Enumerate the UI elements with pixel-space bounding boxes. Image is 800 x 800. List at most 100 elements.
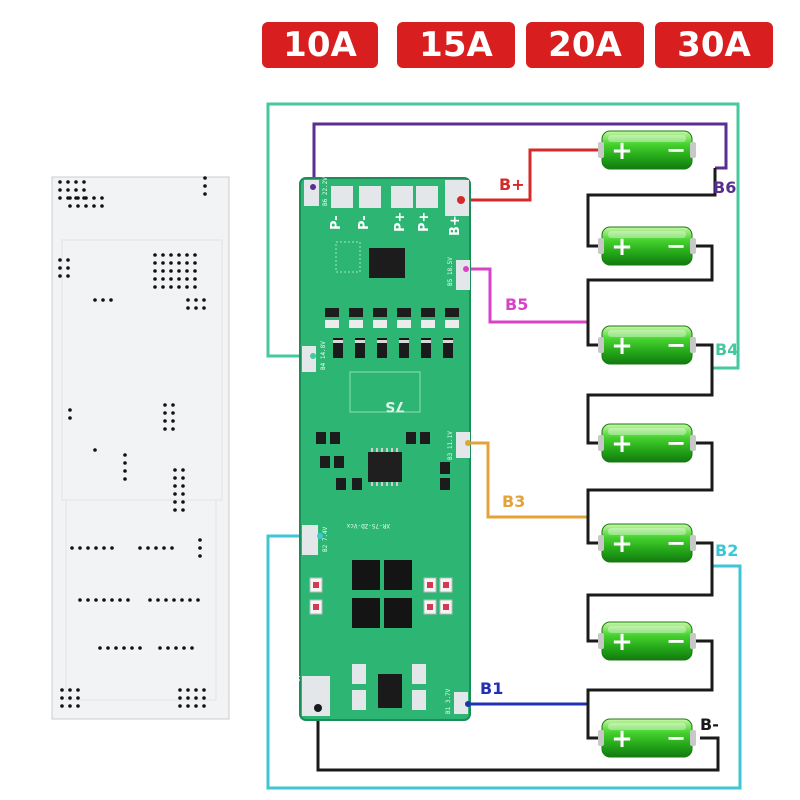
via-dot (177, 269, 181, 273)
cell-minus-sign: − (666, 429, 686, 457)
via-dot (194, 298, 198, 302)
via-dot (194, 688, 198, 692)
tap-label-b3: B3 11.1V (447, 431, 454, 460)
via-dot (76, 204, 80, 208)
via-dot (185, 261, 189, 265)
via-dot (178, 704, 182, 708)
pad-b-plus (445, 180, 469, 216)
pad-label-b-plus: B+ (448, 215, 463, 236)
tap-pad-b4 (302, 346, 316, 372)
wire-b-plus (461, 148, 603, 202)
via-dot (163, 427, 167, 431)
via-dot (203, 192, 207, 196)
via-dot (148, 598, 152, 602)
protection-ic (368, 452, 402, 482)
wire-b4 (266, 102, 740, 370)
via-dot (93, 448, 97, 452)
smd-component (420, 432, 430, 444)
cell-series-links (586, 168, 717, 740)
via-dot (177, 261, 181, 265)
battery-cell: +− (598, 325, 696, 365)
via-dot (164, 598, 168, 602)
rating-badge-15a: 15A (397, 22, 515, 68)
pad-label-p-plus-2: P+ (417, 212, 432, 232)
pad-label-p-minus-2: P- (357, 215, 372, 230)
battery-cell: +− (598, 523, 696, 563)
cell-terminal (598, 633, 604, 649)
via-dot (126, 598, 130, 602)
rating-badge-20a: 20A (526, 22, 644, 68)
battery-cell: +− (598, 226, 696, 266)
mosfet-top (369, 248, 405, 278)
via-dot (146, 546, 150, 550)
via-dot (100, 196, 104, 200)
label-b4: B4 (715, 340, 738, 359)
via-dot (173, 484, 177, 488)
label-b3: B3 (502, 492, 525, 511)
via-dot (78, 546, 82, 550)
shunt-resistor (378, 674, 402, 708)
via-dot (68, 416, 72, 420)
via-dot (66, 188, 70, 192)
via-dot (185, 253, 189, 257)
tap-label-b2: B2 7.4V (322, 526, 329, 552)
via-dot (186, 298, 190, 302)
cell-minus-sign: − (666, 724, 686, 752)
via-dot (161, 253, 165, 257)
via-dot (60, 696, 64, 700)
pad-p-plus-1 (391, 186, 413, 208)
cell-plus-sign: + (611, 724, 633, 754)
battery-cell: +− (598, 130, 696, 170)
via-dot (123, 477, 127, 481)
via-dot (102, 546, 106, 550)
solder-dot-b4 (310, 353, 316, 359)
smd-diode (399, 338, 409, 358)
smd-diode (355, 338, 365, 358)
tap-label-b6: B6 22.2V (322, 177, 329, 206)
cell-plus-sign: + (611, 232, 633, 262)
via-dot (198, 546, 202, 550)
power-mosfet-2 (384, 560, 412, 590)
via-dot (188, 598, 192, 602)
via-dot (185, 277, 189, 281)
cell-minus-sign: − (666, 529, 686, 557)
via-dot (68, 696, 72, 700)
via-dot (93, 298, 97, 302)
pad-p-minus-1 (331, 186, 353, 208)
tap-pad-b6 (304, 180, 319, 206)
smd-resistor (349, 308, 363, 317)
via-dot (60, 688, 64, 692)
via-dot (162, 546, 166, 550)
cell-terminal (690, 142, 696, 158)
battery-cell: +− (598, 423, 696, 463)
protection-ic-pins (371, 448, 398, 486)
wire-b-minus (316, 708, 720, 772)
via-dot (174, 646, 178, 650)
via-dot (202, 696, 206, 700)
via-dot (202, 704, 206, 708)
cell-plus-sign: + (611, 529, 633, 559)
via-dot (161, 269, 165, 273)
via-dot (173, 492, 177, 496)
via-dot (186, 688, 190, 692)
via-dot (153, 285, 157, 289)
via-dot (94, 598, 98, 602)
via-dot (82, 188, 86, 192)
via-dot (153, 261, 157, 265)
tap-label-0v: 0V (295, 674, 302, 682)
cell-terminal (598, 142, 604, 158)
rating-badge-30a: 30A (655, 22, 773, 68)
cell-terminal (598, 535, 604, 551)
via-dot (193, 285, 197, 289)
via-dot (177, 285, 181, 289)
via-dot (68, 688, 72, 692)
smd-capacitor (397, 320, 411, 328)
via-dot (190, 646, 194, 650)
smd-resistor (325, 308, 339, 317)
via-dot (181, 508, 185, 512)
via-dot (161, 285, 165, 289)
cell-terminal (690, 238, 696, 254)
pcb-balance-components (309, 577, 453, 615)
via-dot (193, 277, 197, 281)
